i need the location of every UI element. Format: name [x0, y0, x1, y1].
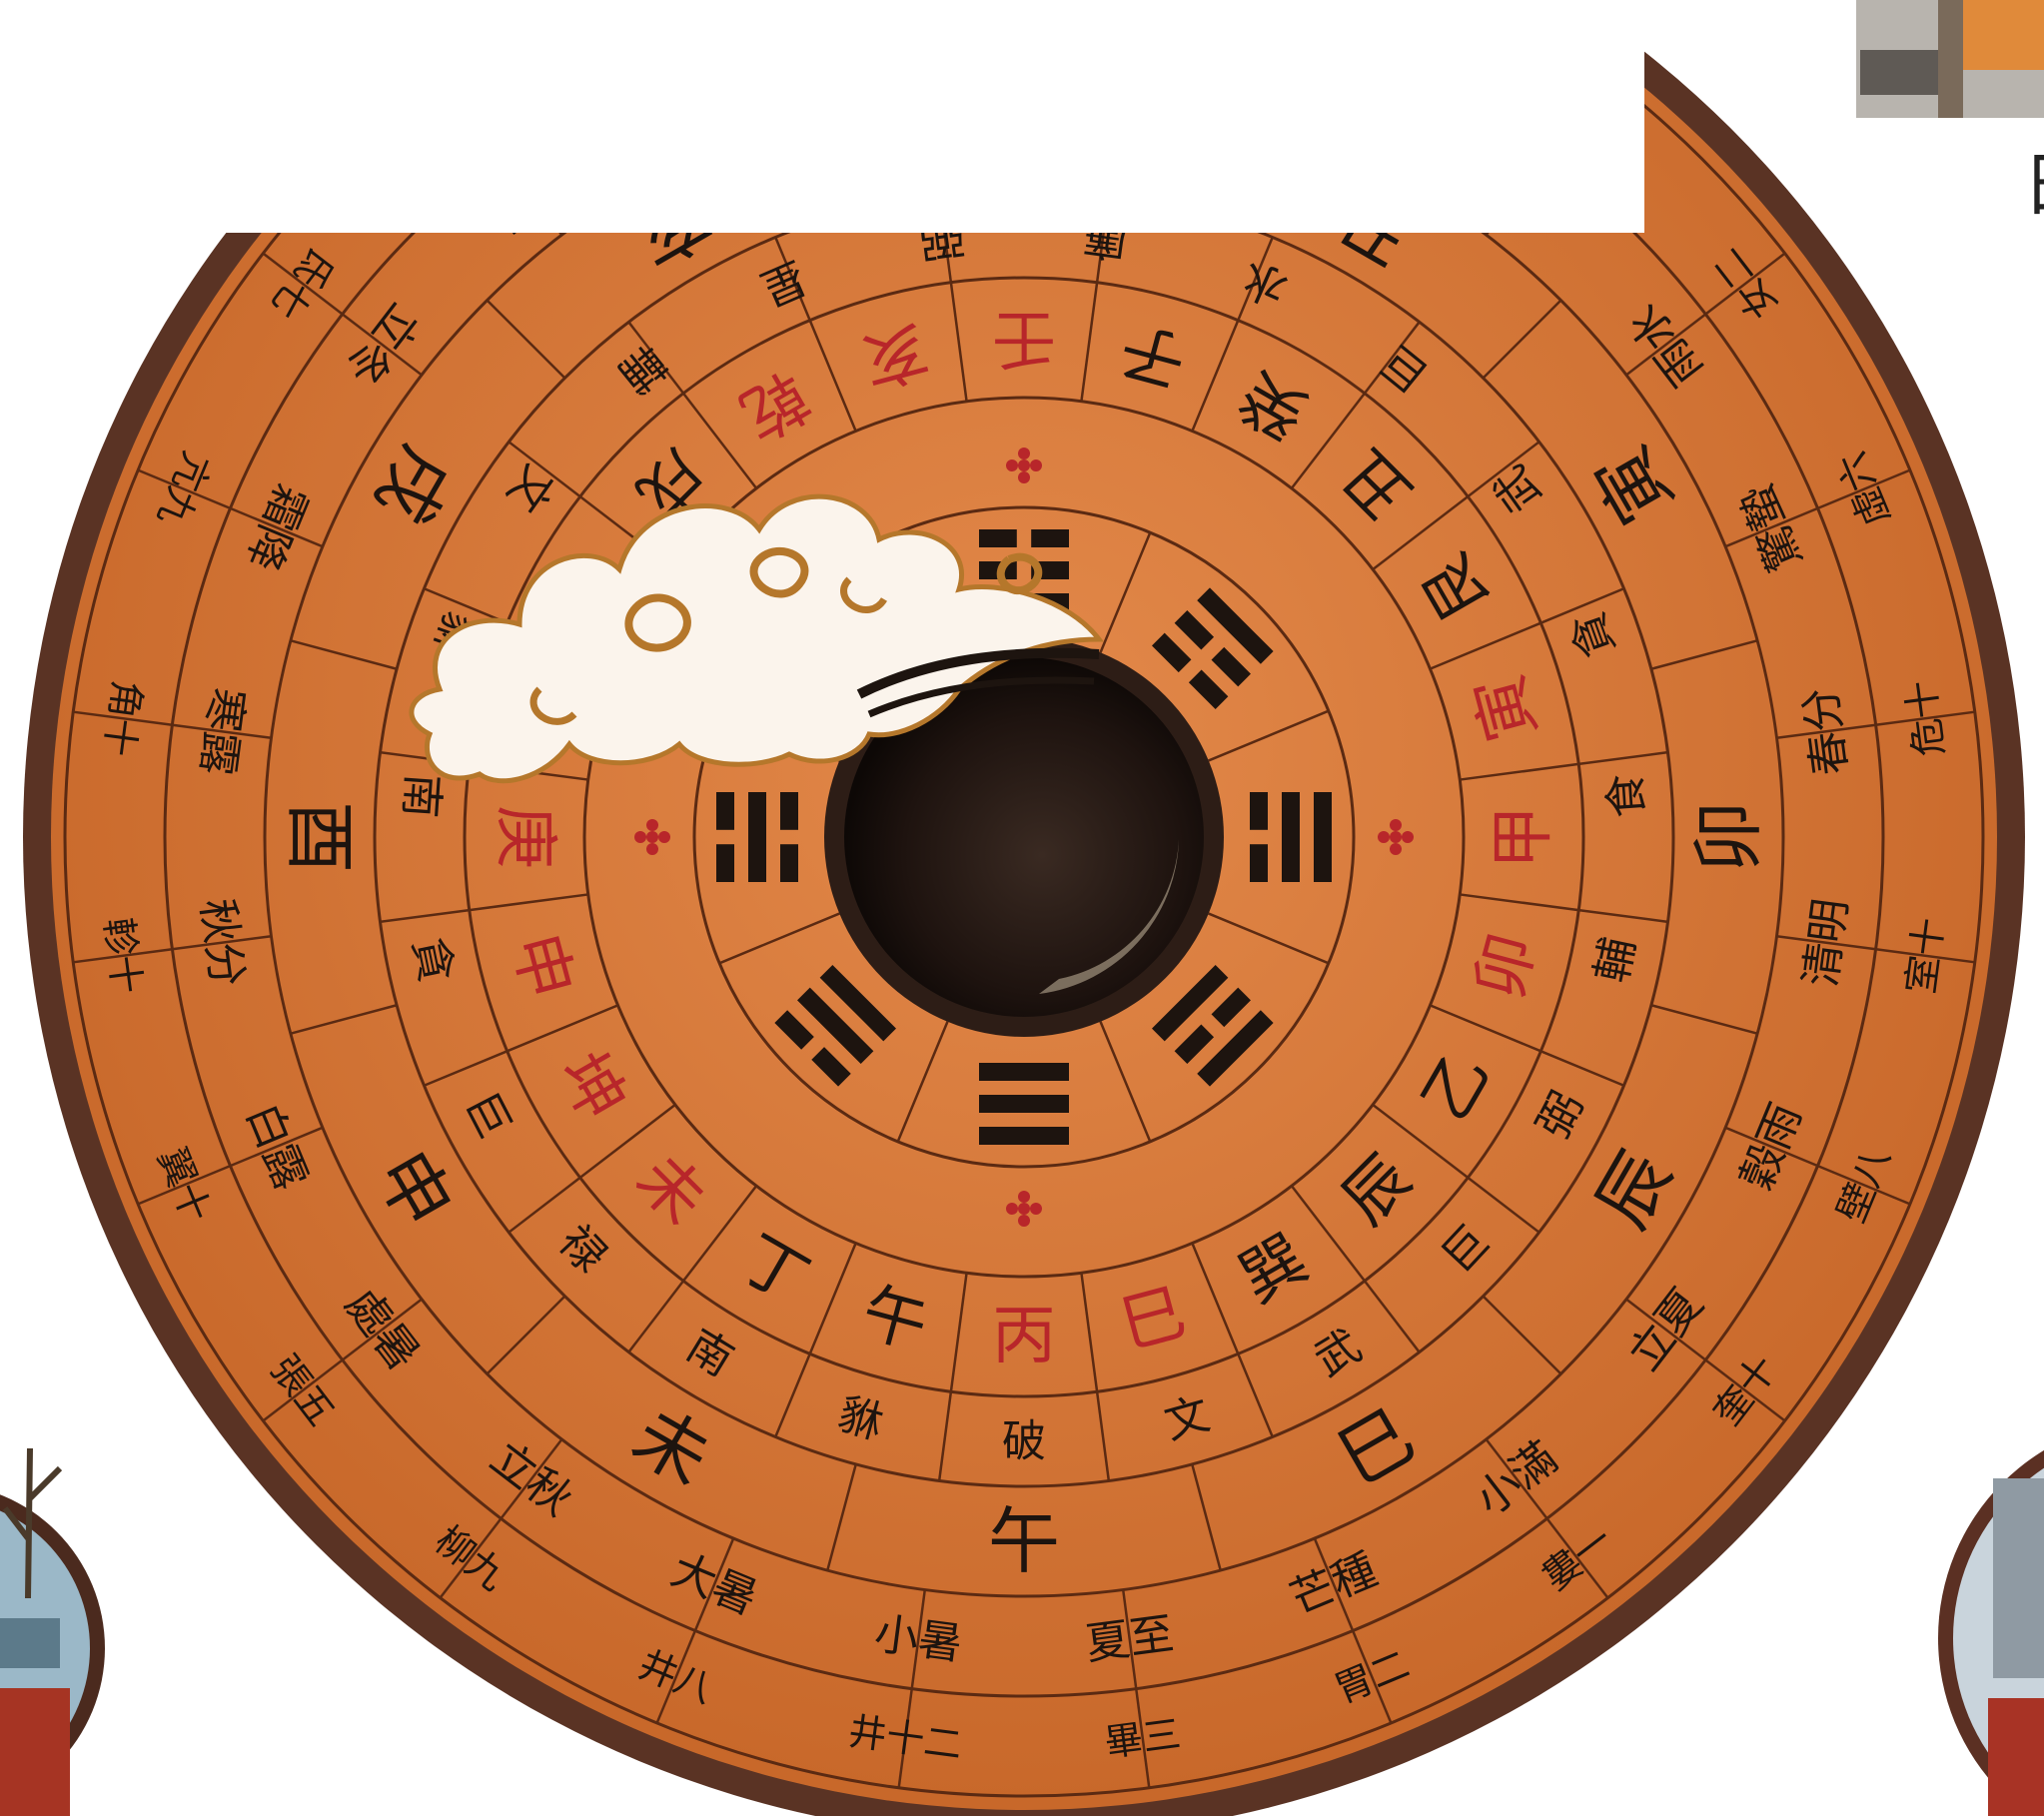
branch-character: 酉	[278, 801, 362, 873]
branch-character: 卯	[1686, 801, 1770, 873]
star-character: 南	[394, 772, 448, 819]
mountain-character: 丙	[992, 1300, 1056, 1373]
mountain-character: 庚	[488, 805, 561, 869]
mountain-character: 甲	[1487, 805, 1560, 869]
left-photo-fragment	[0, 1448, 105, 1816]
right-photo-fragment	[1938, 1418, 2044, 1816]
south-trigram	[979, 1063, 1069, 1145]
branch-character: 午	[988, 1499, 1060, 1583]
star-character: 破	[1002, 1416, 1046, 1467]
mountain-character: 壬	[992, 301, 1056, 375]
corner-fragment-text: 日	[2022, 150, 2044, 220]
top-right-photo-fragment	[1856, 0, 2044, 118]
star-character: 食	[1600, 772, 1654, 819]
top-white-panel	[0, 0, 1644, 233]
